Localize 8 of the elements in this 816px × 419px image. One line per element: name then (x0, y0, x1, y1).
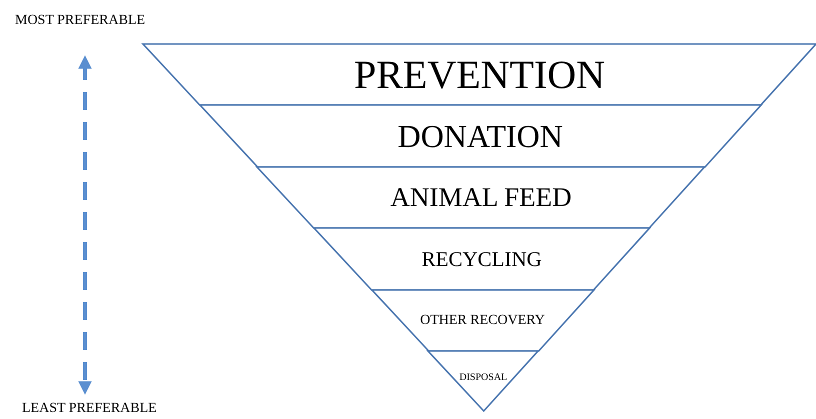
tier-label: ANIMAL FEED (390, 184, 572, 211)
tier-label: PREVENTION (354, 54, 606, 94)
tier-label: DONATION (398, 120, 563, 152)
scale-label: MOST PREFERABLE (15, 13, 146, 29)
tier-label: OTHER RECOVERY (420, 314, 545, 328)
tier-label: RECYCLING (422, 248, 542, 270)
tier-label: DISPOSAL (459, 373, 508, 383)
scale-label: LEAST PREFERABLE (22, 401, 157, 417)
